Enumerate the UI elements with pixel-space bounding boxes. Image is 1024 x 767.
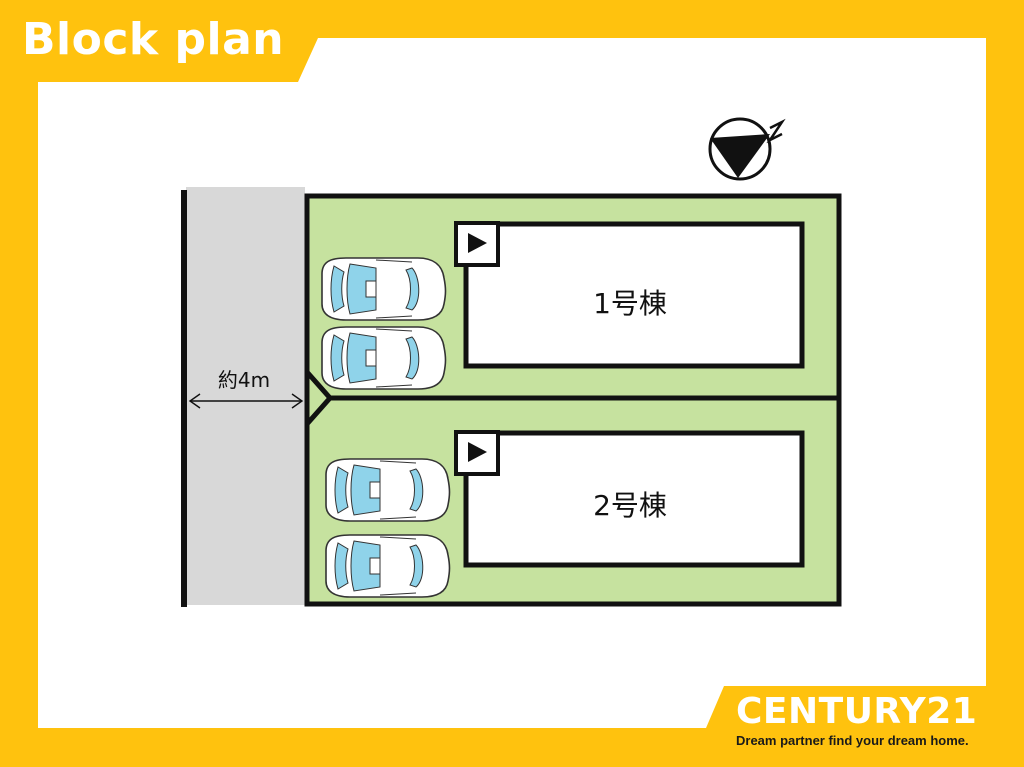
brand-logo: CENTURY21 Dream partner find your dream … [736,692,1006,750]
road-width-label: 約4m [217,368,271,392]
building-1-label: 1号棟 [593,287,667,320]
car-icon [325,534,451,598]
car-icon [321,326,447,390]
building-1-footprint [463,221,805,369]
lot-entrance-marker [305,370,334,426]
car-icon [325,458,451,522]
north-arrow-icon [708,117,786,181]
building-2-footprint [463,430,805,568]
page-title: Block plan [22,14,285,65]
road-width-dimension [188,393,304,409]
brand-tagline: Dream partner find your dream home. [736,733,969,748]
road-area [186,187,305,605]
car-icon [321,257,447,321]
building-2-label: 2号棟 [593,489,667,522]
brand-name: CENTURY21 [736,691,978,732]
